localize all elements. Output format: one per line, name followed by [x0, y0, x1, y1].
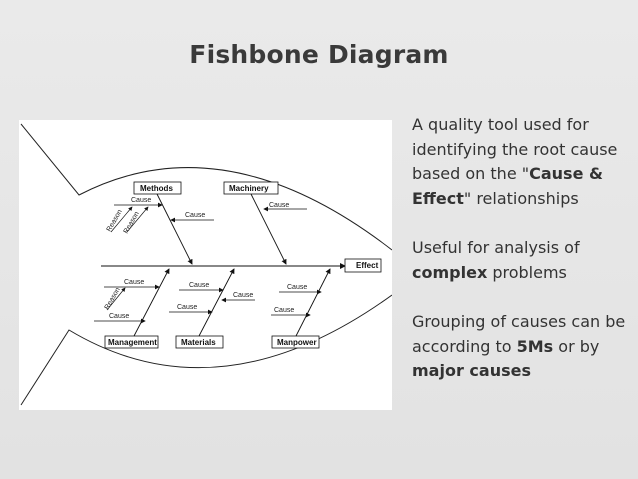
description: A quality tool used for identifying the …: [412, 113, 632, 409]
methods-bone: [156, 193, 193, 265]
management-cause-2: Cause: [109, 313, 129, 320]
effect-label: Effect: [356, 261, 379, 270]
materials-cause-3: Cause: [233, 292, 253, 299]
reason-2: Reason: [123, 211, 141, 235]
paragraph-usage: Useful for analysis of complex problems: [412, 238, 580, 282]
materials-bone: [198, 268, 235, 337]
management-label: Management: [108, 338, 157, 347]
machinery-cause-1: Cause: [269, 202, 289, 209]
effect-box: [344, 258, 382, 273]
materials-cause-2: Cause: [177, 304, 197, 311]
management-cause-1: Cause: [124, 279, 144, 286]
manpower-label: Manpower: [277, 338, 317, 347]
materials-label: Materials: [181, 338, 216, 347]
methods-cause-1: Cause: [131, 197, 151, 204]
reason-1-line: [110, 206, 133, 233]
materials-cause-1: Cause: [189, 282, 209, 289]
manpower-box: [271, 335, 320, 349]
slide-title: Fishbone Diagram: [189, 40, 449, 69]
manpower-cause-1: Cause: [287, 284, 307, 291]
reason-1: Reason: [106, 209, 124, 233]
manpower-bone: [295, 268, 331, 337]
machinery-label: Machinery: [229, 184, 269, 193]
management-bone: [133, 268, 170, 337]
manpower-cause-2: Cause: [274, 307, 294, 314]
reason-3-line: [106, 287, 126, 311]
reason-3: Reason: [104, 287, 122, 311]
paragraph-grouping: Grouping of causes can be according to 5…: [412, 312, 626, 380]
paragraph-definition: A quality tool used for identifying the …: [412, 115, 618, 208]
methods-label: Methods: [140, 184, 173, 193]
fish-outline: [20, 123, 392, 406]
methods-cause-2: Cause: [185, 212, 205, 219]
machinery-bone: [250, 193, 287, 265]
reason-2-line: [126, 206, 149, 233]
management-box: [104, 335, 159, 349]
fishbone-svg: Effect Methods Machinery Cause Cause Rea…: [20, 123, 392, 406]
fishbone-diagram: Effect Methods Machinery Cause Cause Rea…: [19, 120, 392, 410]
